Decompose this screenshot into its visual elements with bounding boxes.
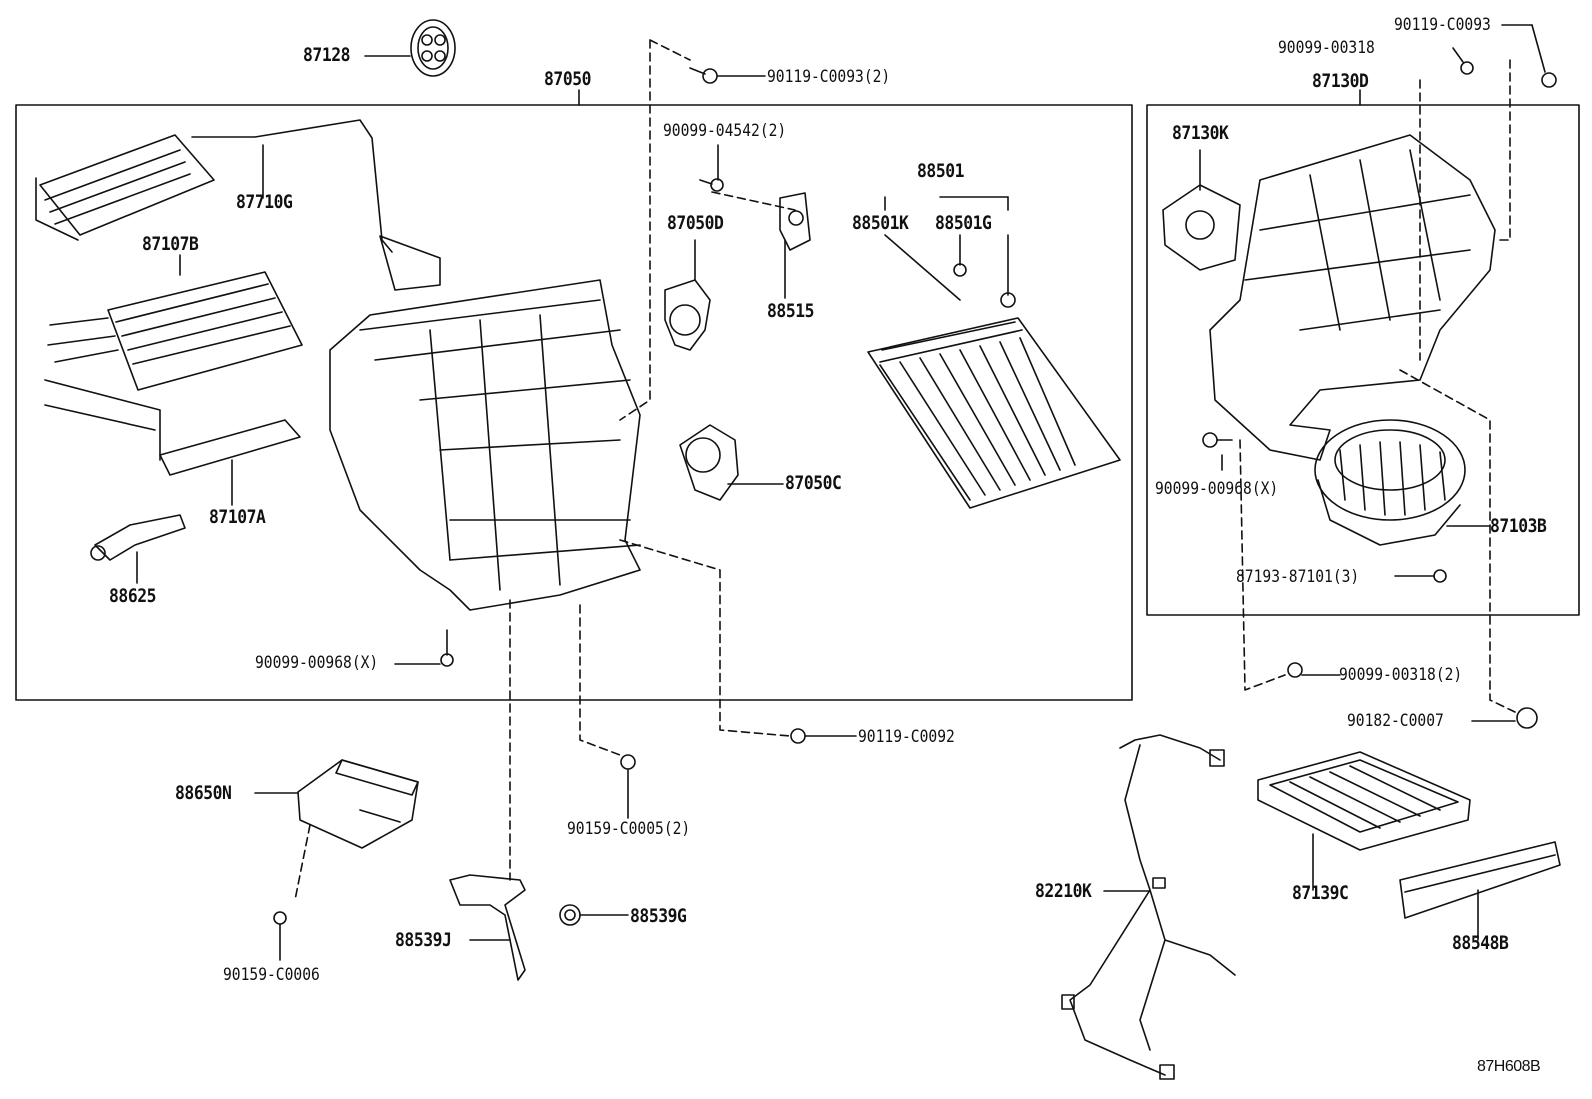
label-87103b: 87103B bbox=[1490, 515, 1547, 537]
label-87050: 87050 bbox=[544, 68, 592, 90]
label-87107a: 87107A bbox=[209, 506, 266, 528]
label-90182-c0007: 90182-C0007 bbox=[1347, 711, 1444, 731]
label-87193-87101-3: 87193-87101(3) bbox=[1236, 567, 1360, 587]
servo-87130k bbox=[1162, 184, 1241, 271]
label-88650n: 88650N bbox=[175, 782, 232, 804]
label-87139c: 87139C bbox=[1292, 882, 1349, 904]
label-90119-c0093: 90119-C0093 bbox=[1394, 15, 1491, 35]
label-88539j: 88539J bbox=[395, 929, 452, 951]
diagram-code: 87H608B bbox=[1477, 1058, 1541, 1075]
filter-87139c bbox=[1257, 751, 1471, 851]
core-87107b bbox=[47, 271, 303, 391]
core-87107a bbox=[44, 379, 301, 476]
label-90099-00318-2: 90099-00318(2) bbox=[1339, 665, 1463, 685]
hvac-housing-87050 bbox=[329, 279, 641, 611]
label-90159-c0006: 90159-C0006 bbox=[223, 965, 320, 985]
label-88539g: 88539G bbox=[630, 905, 687, 927]
amplifier-88650n bbox=[297, 759, 419, 849]
label-87130k: 87130K bbox=[1172, 122, 1229, 144]
label-88501g: 88501G bbox=[935, 212, 992, 234]
valve-88515 bbox=[779, 192, 811, 251]
dashed-lines bbox=[294, 39, 1516, 901]
label-87050d: 87050D bbox=[667, 212, 724, 234]
actuator-87050c bbox=[679, 424, 739, 501]
grommet-87128 bbox=[410, 19, 456, 77]
blower-case-87130d bbox=[1209, 134, 1496, 461]
main-unit-frame bbox=[15, 104, 1133, 701]
leader-lines bbox=[254, 24, 1546, 961]
label-82210k: 82210K bbox=[1035, 880, 1092, 902]
label-90099-00318: 90099-00318 bbox=[1278, 38, 1375, 58]
label-90119-c0092: 90119-C0092 bbox=[858, 727, 955, 747]
label-87050c: 87050C bbox=[785, 472, 842, 494]
label-90099-00968-x-blower: 90099-00968(X) bbox=[1155, 479, 1279, 499]
heater-core-87710g bbox=[35, 119, 441, 291]
evaporator-88501 bbox=[867, 263, 1121, 509]
label-90099-00968-x-main: 90099-00968(X) bbox=[255, 653, 379, 673]
label-87710g: 87710G bbox=[236, 191, 293, 213]
hose-88539j bbox=[449, 874, 526, 981]
actuator-87050d bbox=[664, 279, 711, 351]
label-87107b: 87107B bbox=[142, 233, 199, 255]
label-88515: 88515 bbox=[767, 300, 815, 322]
label-88501k: 88501K bbox=[852, 212, 909, 234]
label-90159-c0005-2: 90159-C0005(2) bbox=[567, 819, 691, 839]
label-90119-c0093-2: 90119-C0093(2) bbox=[767, 67, 891, 87]
label-88501: 88501 bbox=[917, 160, 965, 182]
label-87128: 87128 bbox=[303, 44, 351, 66]
blower-unit-frame bbox=[1146, 104, 1580, 616]
wire-harness-82210k bbox=[1061, 734, 1236, 1080]
cover-88548b bbox=[1399, 841, 1561, 919]
label-88625: 88625 bbox=[109, 585, 157, 607]
label-88548b: 88548B bbox=[1452, 932, 1509, 954]
label-87130d: 87130D bbox=[1312, 70, 1369, 92]
sensor-88625 bbox=[90, 514, 186, 561]
label-90099-04542-2: 90099-04542(2) bbox=[663, 121, 787, 141]
blower-motor-87103b bbox=[1314, 419, 1466, 546]
